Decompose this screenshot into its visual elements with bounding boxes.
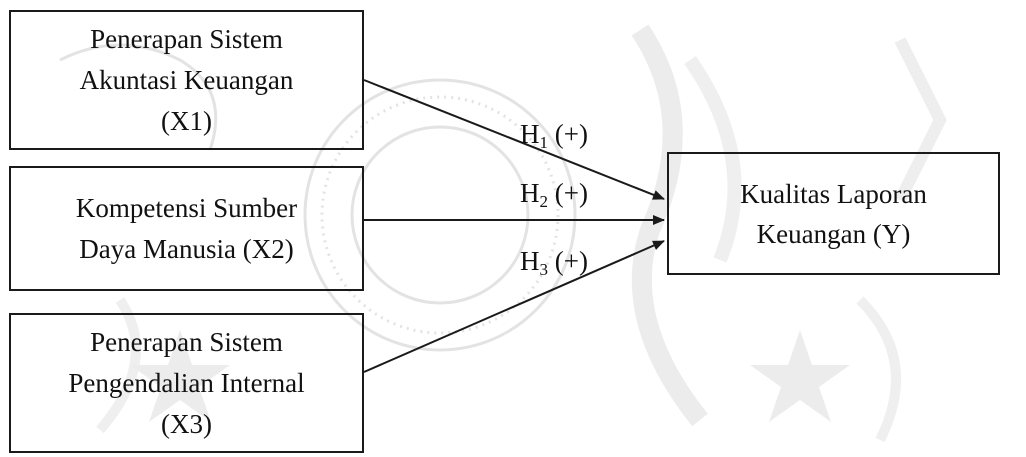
hypothesis-label-h1: H1 (+) (520, 119, 588, 158)
hypothesis-letter: H (520, 119, 540, 149)
box-x3-label: Penerapan Sistem Pengendalian Internal (… (68, 326, 305, 439)
hypothesis-index: 1 (539, 133, 549, 152)
hypothesis-sign: (+) (548, 178, 588, 208)
hypothesis-sign: (+) (548, 119, 588, 149)
box-x3-pengendalian-internal: Penerapan Sistem Pengendalian Internal (… (9, 313, 364, 453)
box-x1-penerapan-sistem-akuntansi: Penerapan Sistem Akuntasi Keuangan (X1) (9, 10, 364, 150)
hypothesis-letter: H (520, 246, 540, 276)
arrow-x3-to-y (363, 240, 665, 373)
hypothesis-index: 2 (539, 192, 549, 211)
box-x1-label: Penerapan Sistem Akuntasi Keuangan (X1) (79, 23, 294, 136)
arrow-x1-to-y (363, 79, 665, 200)
box-x2-kompetensi-sdm: Kompetensi Sumber Daya Manusia (X2) (9, 166, 364, 291)
box-y-label: Kualitas Laporan Keuangan (Y) (740, 178, 927, 249)
hypothesis-label-h3: H3 (+) (520, 246, 588, 285)
hypothesis-sign: (+) (548, 246, 588, 276)
hypothesis-letter: H (520, 178, 540, 208)
box-x2-label: Kompetensi Sumber Daya Manusia (X2) (75, 192, 298, 264)
hypothesis-index: 3 (539, 260, 549, 279)
box-y-kualitas-laporan: Kualitas Laporan Keuangan (Y) (667, 152, 1000, 275)
hypothesis-label-h2: H2 (+) (520, 178, 588, 217)
